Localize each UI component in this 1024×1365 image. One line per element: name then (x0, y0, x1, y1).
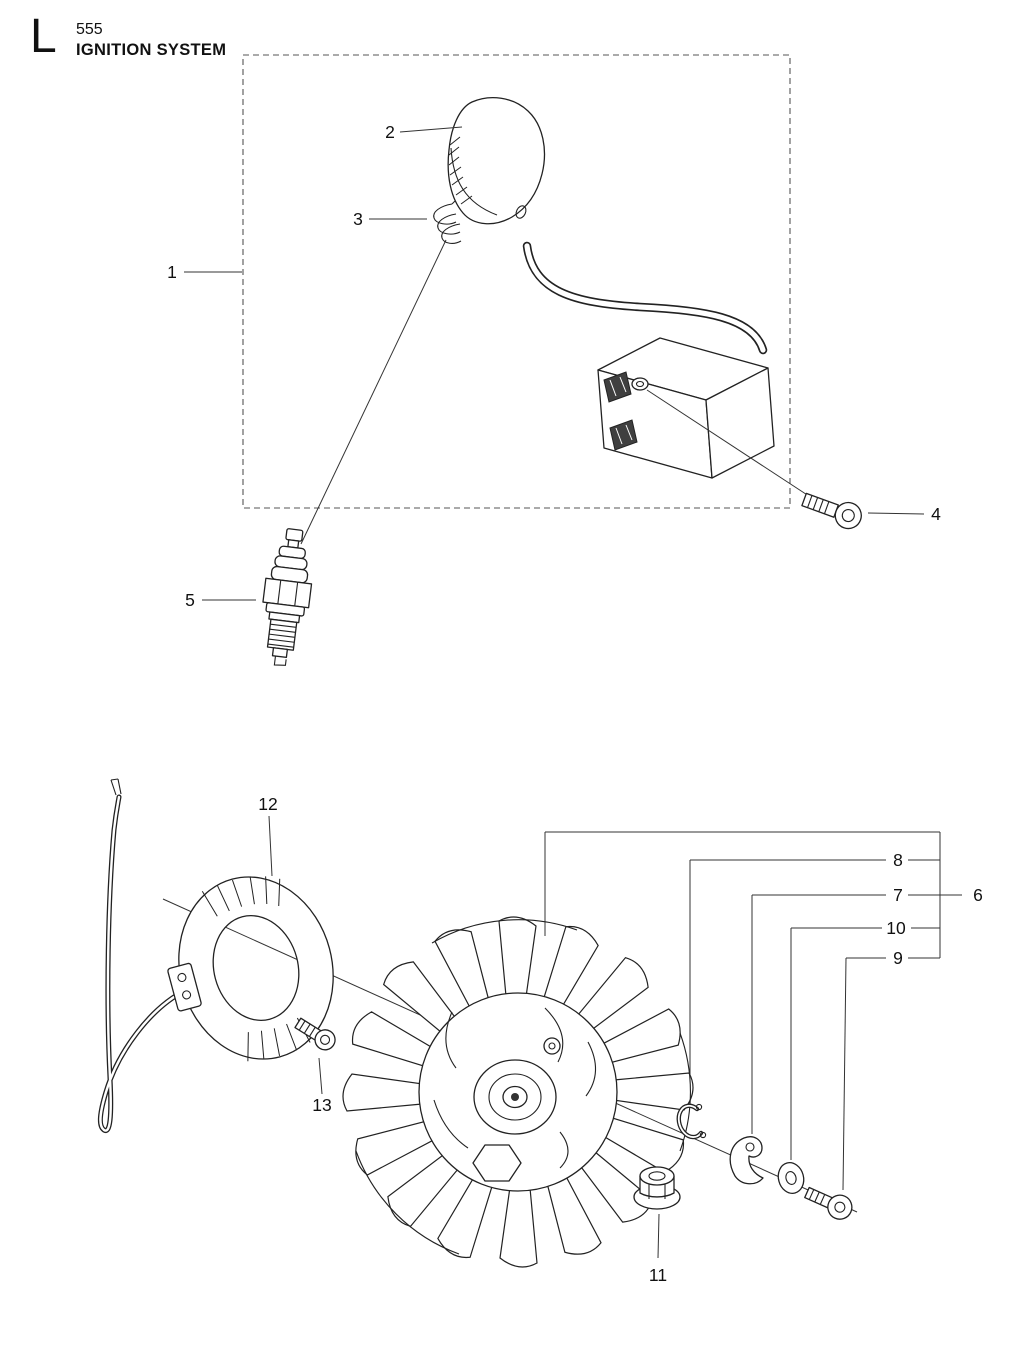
module-terminal-1 (603, 371, 632, 403)
flywheel-rim-arc (431, 919, 578, 944)
short-circuit-wire (300, 239, 447, 545)
callout-8: 8 (893, 850, 903, 870)
leader-11 (657, 1213, 660, 1259)
module-lead-wire (97, 778, 189, 1134)
callout-4: 4 (931, 504, 941, 524)
flywheel-hex-boss (472, 1144, 522, 1182)
callout-7: 7 (893, 885, 903, 905)
stop-switch-ribbing (448, 136, 473, 205)
leader-4-axis (646, 389, 819, 503)
module-terminal-2 (609, 419, 638, 451)
leader-2 (399, 126, 463, 133)
header: L 555 IGNITION SYSTEM (30, 10, 226, 63)
flywheel-fin (498, 916, 537, 1001)
leader-4 (867, 512, 925, 515)
leader-13 (318, 1057, 323, 1095)
washer (777, 1162, 805, 1194)
trigger-ring-clamp (167, 962, 202, 1012)
callout-9: 9 (893, 948, 903, 968)
group-1-dashed-box (242, 54, 791, 509)
model-number: 555 (76, 21, 103, 38)
callout-1: 1 (167, 262, 177, 282)
callout-6: 6 (973, 885, 983, 905)
callout-3: 3 (353, 209, 363, 229)
callout-12: 12 (258, 794, 277, 814)
module-screw-hole (631, 377, 649, 391)
callout-11: 11 (649, 1265, 667, 1285)
leader-12 (268, 815, 273, 877)
circlip (676, 1103, 707, 1140)
callout-13: 13 (312, 1095, 331, 1115)
flywheel (342, 916, 694, 1268)
callout-10: 10 (886, 918, 906, 938)
wire-connector (110, 778, 122, 796)
section-letter: L (30, 10, 57, 63)
spark-plug-lead-wire (522, 241, 768, 355)
trigger-ring (167, 876, 334, 1062)
flywheel-nut (633, 1166, 681, 1210)
callout-5: 5 (185, 590, 195, 610)
spark-plug (262, 528, 313, 666)
callout-bracket-6 (544, 831, 962, 1191)
flywheel-pole-hole (543, 1037, 561, 1055)
flywheel-fin (499, 1183, 538, 1268)
diagram-title: IGNITION SYSTEM (76, 41, 226, 59)
screw-13 (294, 1017, 336, 1051)
screw-4 (801, 492, 862, 530)
callout-2: 2 (385, 122, 395, 142)
pawl (729, 1136, 764, 1185)
flywheel-fin (609, 1072, 694, 1111)
flywheel-fin (342, 1073, 427, 1112)
ignition-module (597, 337, 775, 479)
flywheel-rim-arc (679, 1032, 691, 1152)
screw-9 (804, 1186, 853, 1220)
stop-switch (447, 96, 546, 225)
flywheel-rim-arc (355, 1150, 460, 1255)
